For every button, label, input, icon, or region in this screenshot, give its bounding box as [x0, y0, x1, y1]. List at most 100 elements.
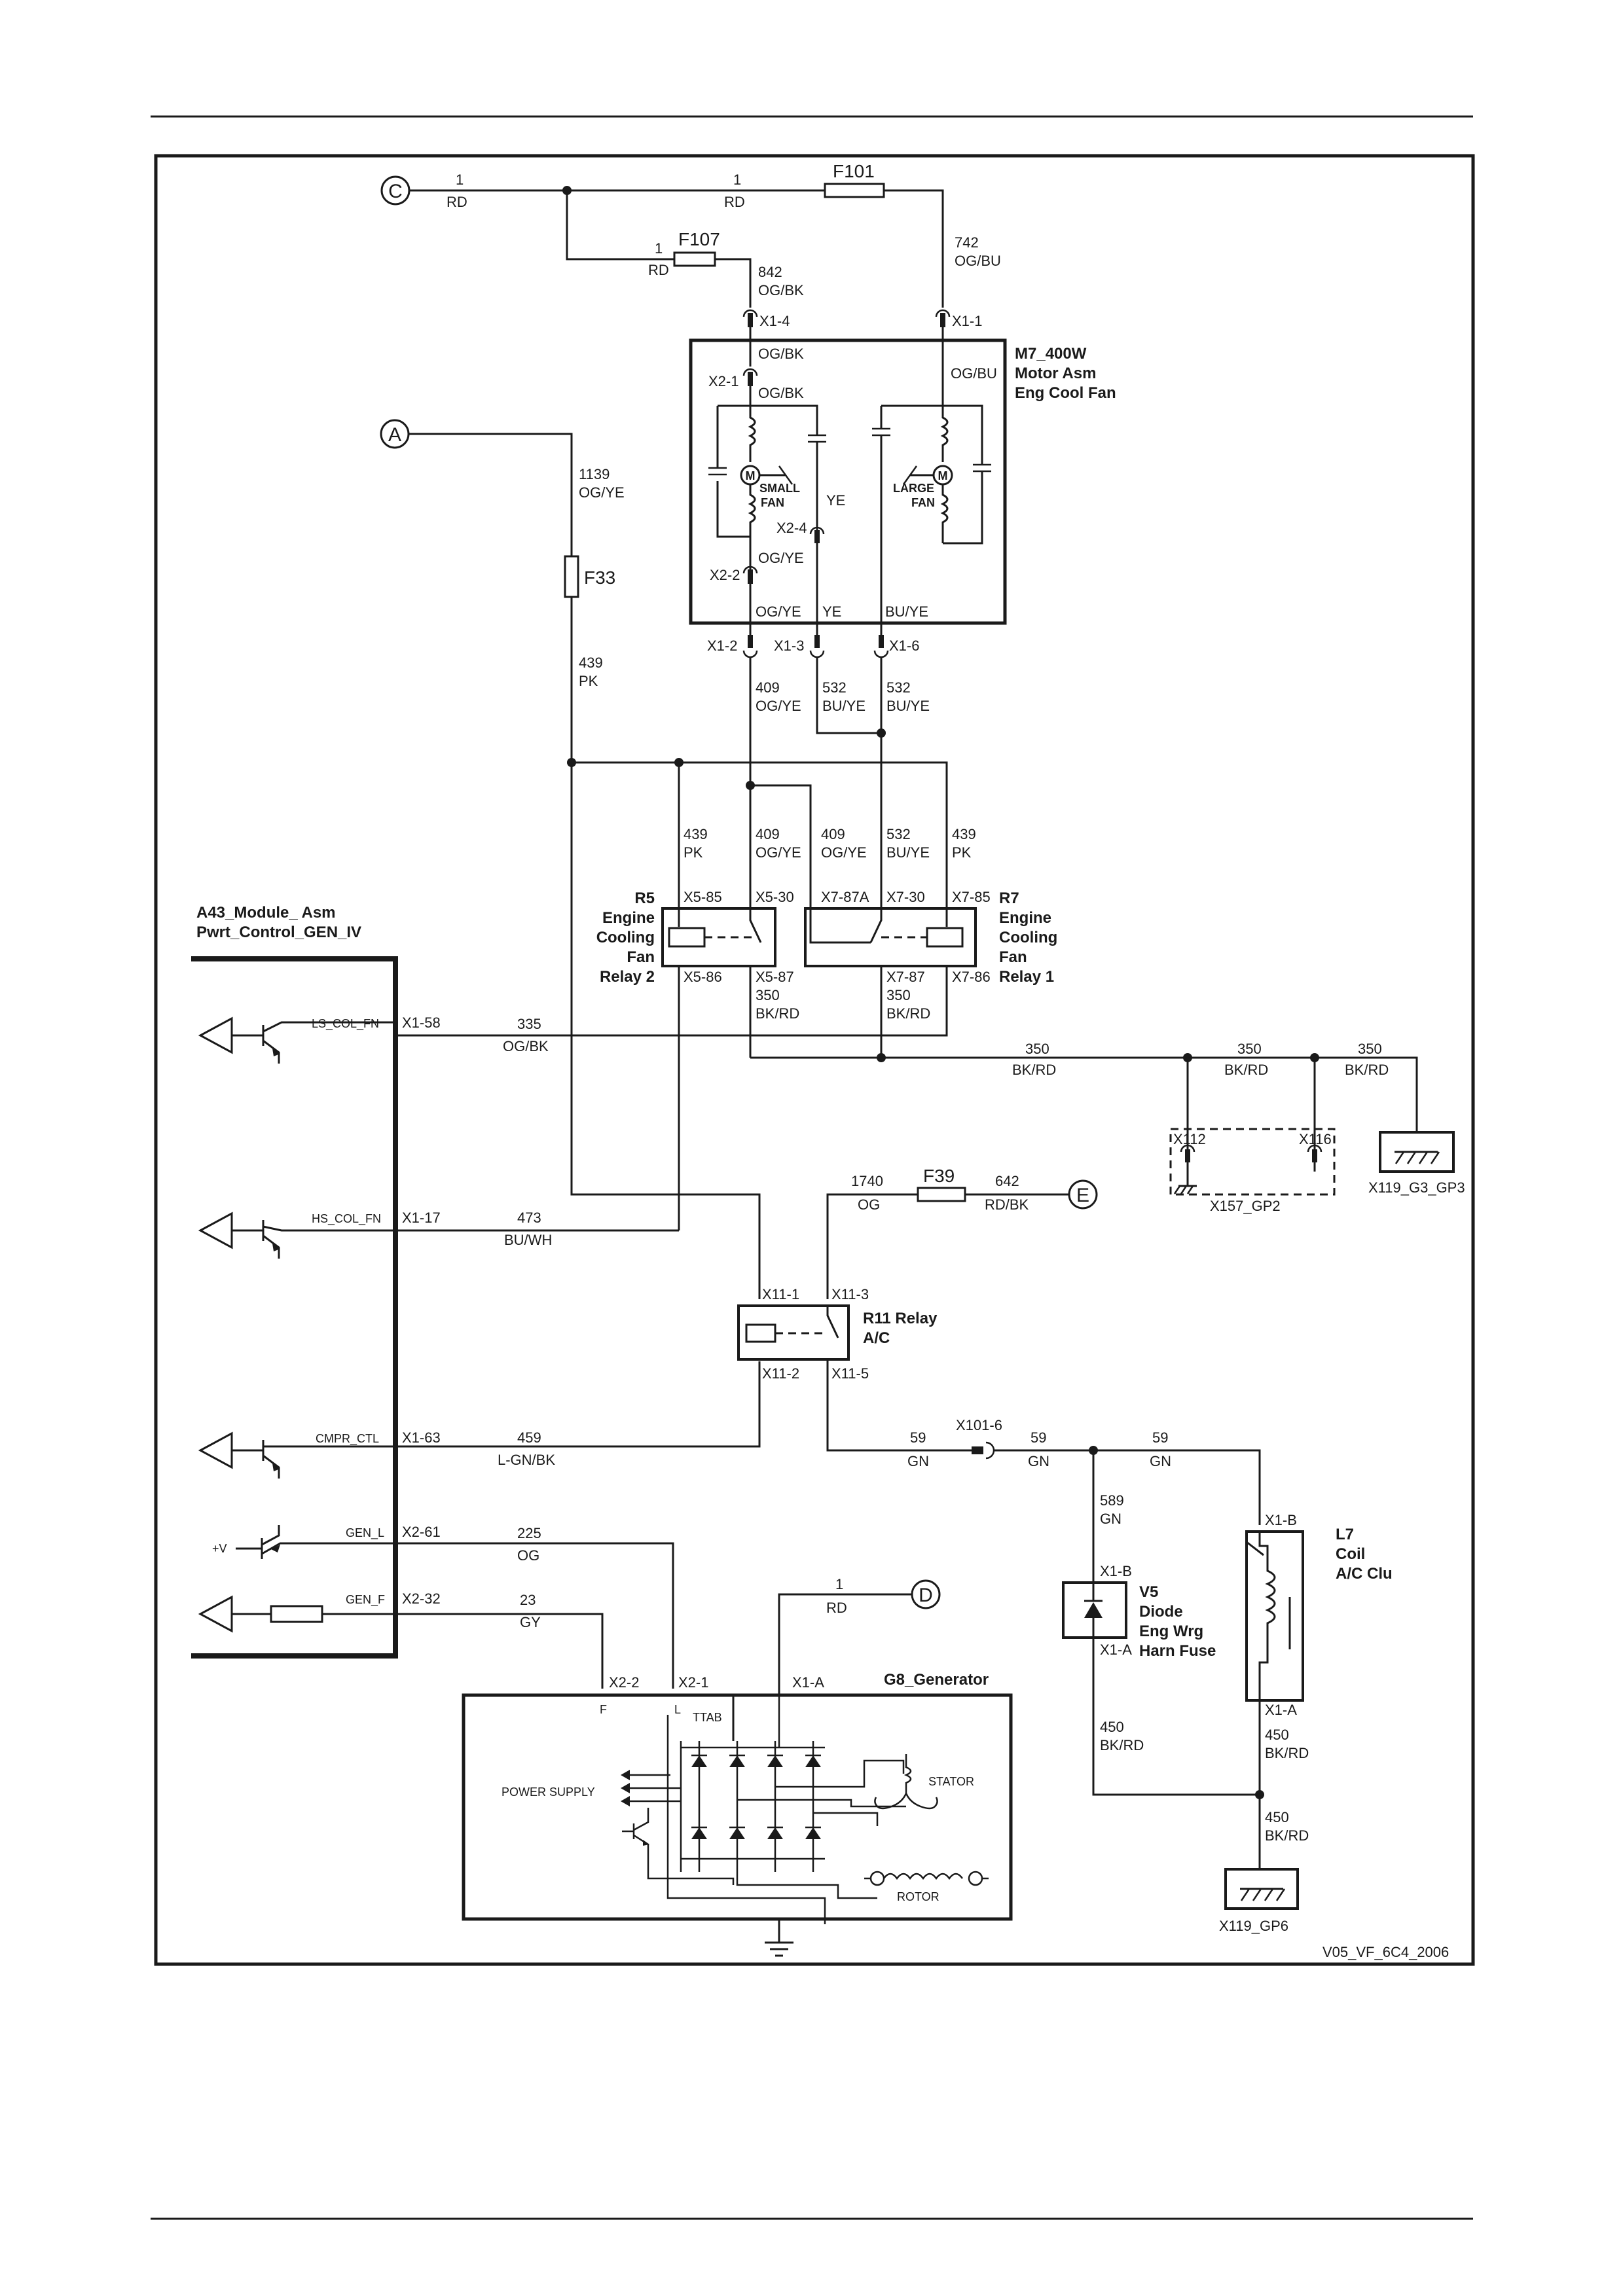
- ground-x119-gp6: [1224, 1868, 1299, 1910]
- svg-text:F107: F107: [678, 229, 720, 249]
- svg-text:RD: RD: [724, 194, 745, 210]
- svg-text:OG: OG: [517, 1547, 539, 1564]
- l7-coil-box: [1245, 1530, 1304, 1702]
- svg-text:BU/YE: BU/YE: [886, 844, 930, 861]
- relay-r11: E 1740 OG F39 642 RD/BK X11-1 X11-3 R11 …: [737, 1166, 1098, 1452]
- svg-text:RD/BK: RD/BK: [985, 1196, 1029, 1213]
- svg-text:59: 59: [1152, 1429, 1168, 1446]
- fuse-f39: [917, 1187, 966, 1202]
- svg-text:STATOR: STATOR: [928, 1775, 974, 1788]
- svg-text:X7-30: X7-30: [886, 889, 925, 905]
- svg-text:1740: 1740: [851, 1173, 883, 1189]
- svg-text:OG/BK: OG/BK: [758, 346, 804, 362]
- svg-text:GY: GY: [520, 1614, 541, 1630]
- svg-text:M: M: [938, 469, 948, 482]
- svg-text:1: 1: [456, 171, 464, 188]
- svg-text:LS_COL_FN: LS_COL_FN: [312, 1017, 379, 1031]
- svg-text:Eng Wrg: Eng Wrg: [1139, 1623, 1203, 1640]
- svg-text:OG/YE: OG/YE: [756, 698, 801, 714]
- svg-text:X2-4: X2-4: [776, 520, 807, 536]
- fuse-f33: [564, 555, 579, 598]
- svg-text:Pwrt_Control_GEN_IV: Pwrt_Control_GEN_IV: [196, 924, 361, 941]
- svg-text:X7-87A: X7-87A: [821, 889, 869, 905]
- svg-text:350: 350: [1237, 1041, 1262, 1057]
- svg-text:X1-58: X1-58: [402, 1014, 441, 1031]
- x157-splice-box: [1169, 1128, 1336, 1196]
- svg-text:Fan: Fan: [999, 948, 1027, 966]
- svg-text:X1-B: X1-B: [1100, 1563, 1132, 1579]
- svg-text:R7: R7: [999, 889, 1019, 907]
- m7-box: [689, 338, 1007, 625]
- svg-text:742: 742: [955, 234, 979, 251]
- svg-text:F: F: [600, 1703, 607, 1716]
- svg-text:X5-86: X5-86: [684, 969, 722, 985]
- svg-text:D: D: [919, 1585, 933, 1606]
- svg-text:X1-A: X1-A: [792, 1674, 824, 1691]
- svg-text:23: 23: [520, 1592, 536, 1608]
- svg-text:SMALL: SMALL: [759, 482, 800, 495]
- svg-text:POWER SUPPLY: POWER SUPPLY: [501, 1785, 595, 1799]
- svg-text:A: A: [388, 424, 401, 446]
- ground-x119-g3: [1379, 1131, 1455, 1173]
- svg-text:BU/WH: BU/WH: [504, 1232, 552, 1248]
- svg-text:R5: R5: [634, 889, 655, 907]
- svg-text:225: 225: [517, 1525, 541, 1541]
- svg-text:BK/RD: BK/RD: [1345, 1062, 1389, 1078]
- svg-text:59: 59: [1030, 1429, 1046, 1446]
- svg-text:OG/YE: OG/YE: [756, 844, 801, 861]
- svg-text:X1-6: X1-6: [889, 637, 919, 654]
- svg-text:X1-A: X1-A: [1265, 1702, 1297, 1718]
- svg-text:X1-B: X1-B: [1265, 1512, 1297, 1528]
- svg-text:X1-1: X1-1: [952, 313, 982, 329]
- svg-text:X1-63: X1-63: [402, 1429, 441, 1446]
- svg-text:350: 350: [886, 987, 911, 1003]
- svg-text:Eng Cool Fan: Eng Cool Fan: [1015, 384, 1116, 402]
- svg-text:439: 439: [952, 826, 976, 842]
- svg-text:+V: +V: [212, 1542, 227, 1555]
- svg-text:532: 532: [886, 679, 911, 696]
- svg-text:842: 842: [758, 264, 782, 280]
- relay-r7: 409 OG/YE 532 BU/YE 439 PK X7-87A X7-30 …: [395, 781, 1057, 1058]
- svg-text:X5-85: X5-85: [684, 889, 722, 905]
- svg-text:X5-30: X5-30: [756, 889, 794, 905]
- svg-text:F101: F101: [833, 161, 875, 181]
- svg-text:HS_COL_FN: HS_COL_FN: [312, 1212, 381, 1226]
- svg-text:OG/YE: OG/YE: [821, 844, 867, 861]
- svg-text:L7: L7: [1336, 1526, 1354, 1543]
- svg-text:450: 450: [1265, 1809, 1289, 1825]
- svg-text:Engine: Engine: [602, 909, 655, 927]
- svg-text:RD: RD: [648, 262, 669, 278]
- svg-text:X7-85: X7-85: [952, 889, 991, 905]
- fan-wiring: 409 OG/YE 532 BU/YE 532 BU/YE: [749, 657, 930, 910]
- relay-r5: 439 PK 409 OG/YE X5-85 X5-30 R5 Engine C…: [596, 826, 801, 1230]
- svg-text:350: 350: [756, 987, 780, 1003]
- svg-text:473: 473: [517, 1210, 541, 1226]
- svg-text:Motor Asm: Motor Asm: [1015, 365, 1096, 382]
- svg-text:M7_400W: M7_400W: [1015, 345, 1087, 363]
- svg-text:350: 350: [1025, 1041, 1049, 1057]
- svg-text:BK/RD: BK/RD: [1265, 1827, 1309, 1844]
- power-feed: C 1 RD 1 RD F101 1 RD F107 742 OG/BU 842…: [380, 161, 1001, 308]
- svg-text:X1-17: X1-17: [402, 1210, 441, 1226]
- svg-text:GEN_F: GEN_F: [346, 1593, 385, 1607]
- diagram-id: V05_VF_6C4_2006: [1322, 1944, 1449, 1960]
- svg-text:Fan: Fan: [627, 948, 655, 966]
- fuse-f101: [824, 183, 885, 198]
- svg-text:G8_Generator: G8_Generator: [884, 1671, 989, 1689]
- svg-text:BK/RD: BK/RD: [756, 1005, 799, 1022]
- svg-text:409: 409: [756, 826, 780, 842]
- svg-text:OG/YE: OG/YE: [756, 603, 801, 620]
- svg-text:X7-86: X7-86: [952, 969, 991, 985]
- svg-text:BK/RD: BK/RD: [1012, 1062, 1056, 1078]
- svg-text:X7-87: X7-87: [886, 969, 925, 985]
- svg-text:X11-2: X11-2: [762, 1365, 799, 1382]
- svg-text:1139: 1139: [579, 466, 610, 482]
- svg-text:Cooling: Cooling: [596, 929, 655, 946]
- svg-text:OG/BU: OG/BU: [951, 365, 997, 382]
- svg-text:642: 642: [995, 1173, 1019, 1189]
- svg-text:OG/BK: OG/BK: [758, 282, 804, 298]
- ignition-feed: A 1139 OG/YE F33 439 PK: [380, 419, 948, 1299]
- svg-text:BU/YE: BU/YE: [885, 603, 928, 620]
- svg-text:X119_G3_GP3: X119_G3_GP3: [1368, 1179, 1465, 1196]
- svg-text:589: 589: [1100, 1492, 1124, 1509]
